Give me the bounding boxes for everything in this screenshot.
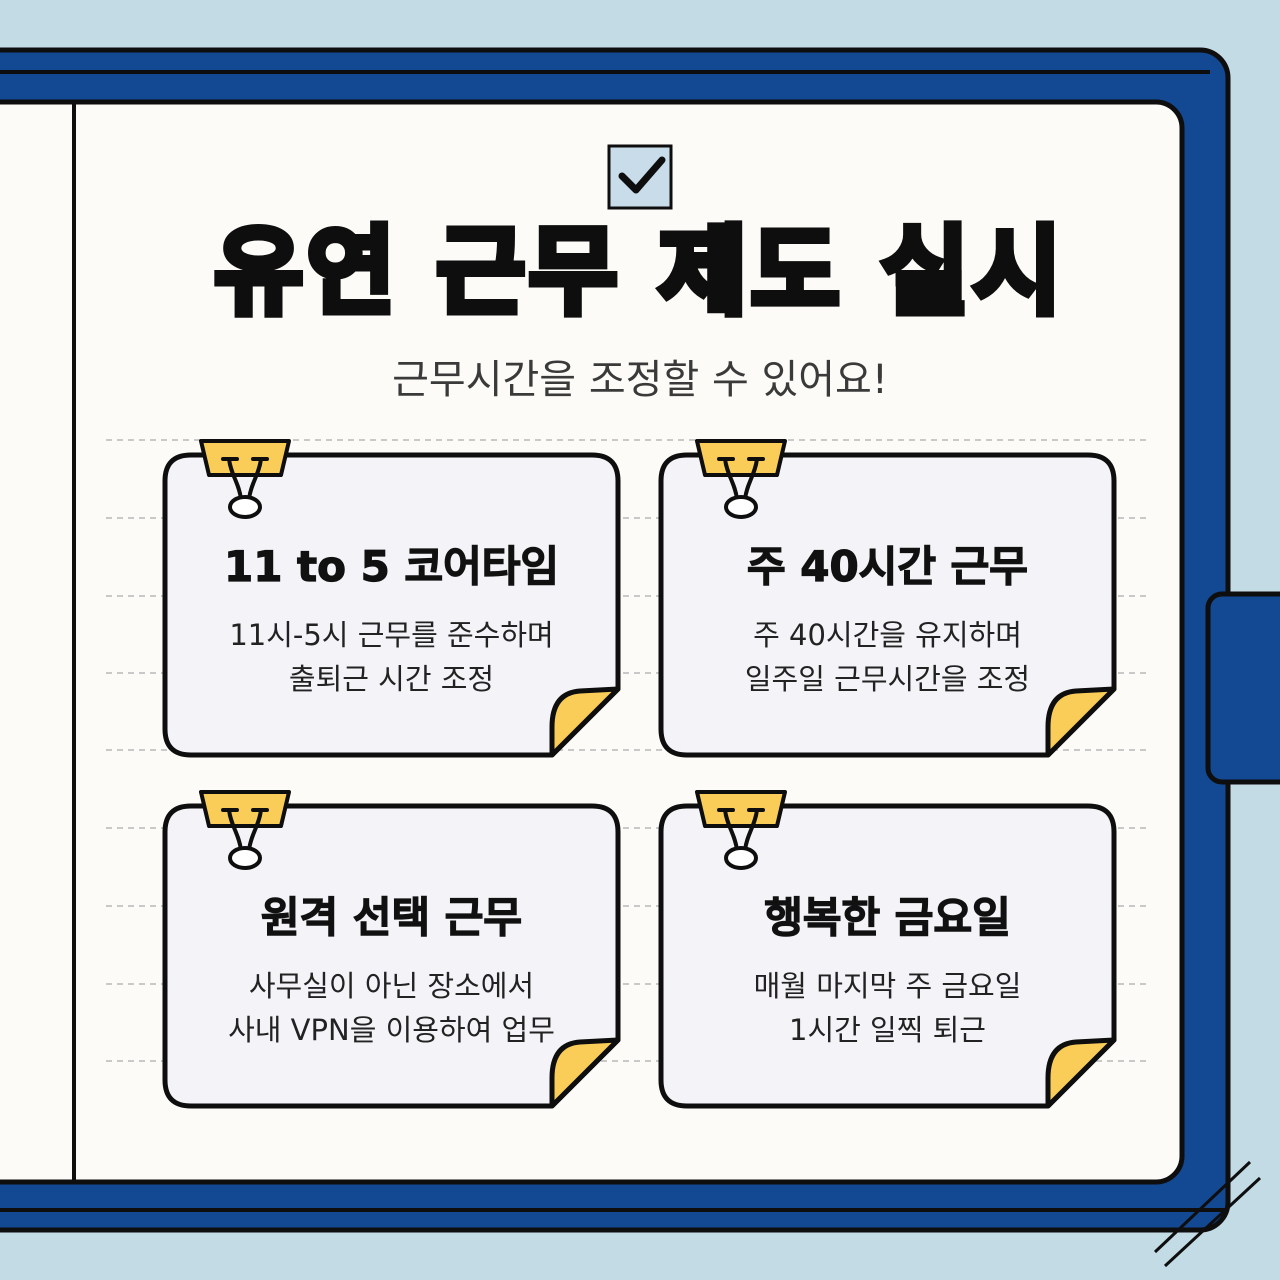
info-card [162,790,621,1109]
info-card [658,439,1117,758]
folded-corner [549,686,621,758]
binder-clip-icon [199,790,291,870]
card-body [658,452,1117,758]
card-body [658,803,1117,1109]
card-title: 원격 선택 근무 [260,892,523,942]
card-description-line: 사내 VPN을 이용하여 업무 [228,1013,555,1047]
card-body [162,803,621,1109]
card-description-line: 일주일 근무시간을 조정 [744,662,1031,696]
card-description-line: 사무실이 아닌 장소에서 [248,969,535,1003]
card-description: 매월 마지막 주 금요일 1시간 일찍 퇴근 [665,964,1110,1052]
card-body [162,452,621,758]
cards-layer [162,439,1117,1109]
card-title: 주 40시간 근무 [746,541,1028,591]
folded-corner [549,1037,621,1109]
page-subtitle: 근무시간을 조정할 수 있어요! [392,357,888,403]
card-description-line: 출퇴근 시간 조정 [288,662,495,696]
info-card [162,439,621,758]
folded-corner [1045,686,1117,758]
info-card [658,790,1117,1109]
binder-clip-icon [695,439,787,519]
card-description-line: 1시간 일찍 퇴근 [789,1013,986,1047]
binder-clip-icon [695,790,787,870]
card-description-line: 매월 마지막 주 금요일 [753,969,1022,1003]
folded-corner [1045,1037,1117,1109]
card-description-line: 11시-5시 근무를 준수하며 [229,618,554,652]
checkbox-check-icon [607,144,673,210]
binder-clip-icon [199,439,291,519]
pen-stroke-2 [1163,1176,1262,1268]
card-title: 행복한 금요일 [764,892,1012,942]
notebook-side-tab [1205,591,1280,785]
card-title: 11 to 5 코어타임 [223,541,560,591]
card-description-line: 주 40시간을 유지하며 [753,618,1022,652]
pen-stroke-1 [1153,1160,1252,1254]
page-title: 유연 근무 제도 실시 [211,213,1066,332]
